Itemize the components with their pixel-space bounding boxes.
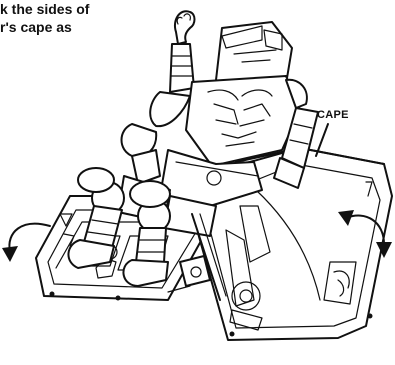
cape-callout-label: CAPE	[317, 109, 349, 121]
instruction-line-2: r's cape as	[0, 18, 89, 36]
instruction-line-1: k the sides of	[0, 0, 89, 18]
instruction-caption: k the sides of r's cape as	[0, 0, 89, 36]
